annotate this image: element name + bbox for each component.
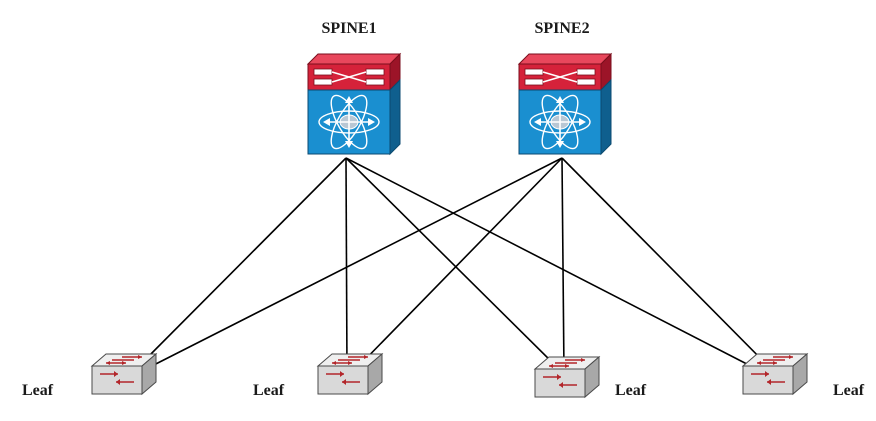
- leaf-node-2: Leaf: [253, 353, 383, 399]
- leaf-switch-icon: [317, 353, 383, 395]
- leaf-node-3: Leaf: [534, 356, 647, 399]
- leaf-node-4: Leaf: [742, 353, 865, 399]
- spine-node-1: SPINE1: [307, 20, 401, 155]
- spine-switch-icon: [518, 53, 612, 155]
- spine-label: SPINE2: [534, 20, 589, 37]
- leaf-switch-icon: [534, 356, 600, 398]
- leaf-label: Leaf: [833, 382, 865, 399]
- leaf-label: Leaf: [253, 382, 285, 399]
- spine-label: SPINE1: [321, 20, 376, 37]
- link-spine2-leaf4: [561, 157, 779, 377]
- link-spine2-leaf2: [351, 157, 563, 374]
- link-spine1-leaf4: [345, 157, 779, 381]
- leaf-switch-icon: [91, 353, 157, 395]
- link-spine2-leaf3: [561, 157, 565, 374]
- leaf-node-1: Leaf: [22, 353, 157, 399]
- link-spine1-leaf2: [345, 157, 348, 374]
- links: [131, 157, 779, 381]
- spine-node-2: SPINE2: [518, 20, 612, 155]
- leaf-switch-icon: [742, 353, 808, 395]
- leaf-label: Leaf: [22, 382, 54, 399]
- link-spine1-leaf3: [345, 157, 564, 374]
- link-spine1-leaf1: [131, 157, 347, 374]
- spine-switch-icon: [307, 53, 401, 155]
- link-spine2-leaf1: [139, 157, 563, 373]
- leaf-label: Leaf: [615, 382, 647, 399]
